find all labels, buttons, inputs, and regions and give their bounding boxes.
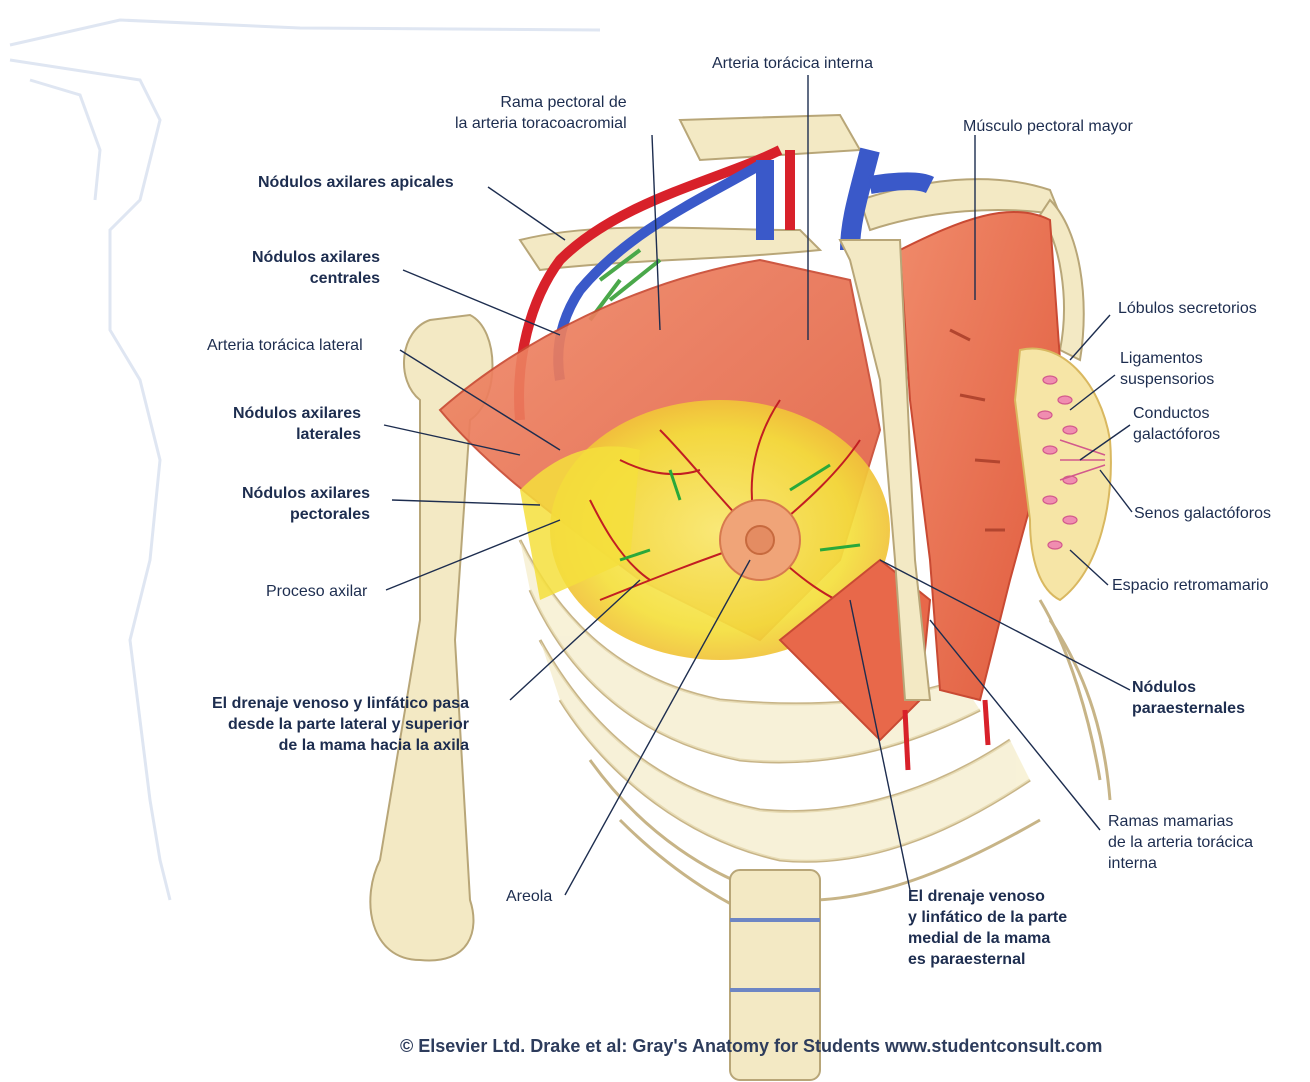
label-proceso-axilar: Proceso axilar bbox=[266, 583, 368, 600]
spine bbox=[729, 869, 821, 1081]
label-areola: Areola bbox=[506, 888, 553, 905]
label-ligamentos-suspensorios: Ligamentos suspensorios bbox=[1120, 350, 1215, 388]
breast-section bbox=[1013, 347, 1112, 602]
label-drenaje-medial: El drenaje venoso y linfático de la part… bbox=[908, 888, 1068, 968]
mammary-gland bbox=[520, 399, 890, 660]
label-espacio-retromamario: Espacio retromamario bbox=[1112, 577, 1269, 594]
label-nodulos-centrales: Nódulos axilares centrales bbox=[252, 249, 381, 287]
label-senos-galactoforos: Senos galactóforos bbox=[1134, 505, 1271, 522]
label-conductos-galactoforos: Conductos galactóforos bbox=[1133, 405, 1221, 443]
label-rama-pectoral: Rama pectoral de la arteria toracoacromi… bbox=[455, 94, 627, 132]
label-lobulos-secretorios: Lóbulos secretorios bbox=[1118, 300, 1257, 317]
label-arteria-toracica-interna: Arteria torácica interna bbox=[712, 55, 873, 72]
body-outline bbox=[9, 18, 601, 901]
label-musculo-pectoral-mayor: Músculo pectoral mayor bbox=[963, 118, 1133, 135]
label-nodulos-laterales: Nódulos axilares laterales bbox=[233, 405, 362, 443]
label-nodulos-paraesternales: Nódulos paraesternales bbox=[1132, 679, 1245, 717]
label-arteria-toracica-lateral: Arteria torácica lateral bbox=[207, 337, 363, 354]
label-nodulos-apicales: Nódulos axilares apicales bbox=[258, 174, 454, 191]
sternum bbox=[838, 239, 932, 701]
label-ramas-mamarias: Ramas mamarias de la arteria torácica in… bbox=[1108, 813, 1253, 872]
label-nodulos-pectorales: Nódulos axilares pectorales bbox=[242, 485, 371, 523]
label-drenaje-lateral: El drenaje venoso y linfático pasa desde… bbox=[212, 695, 469, 754]
copyright-credit: © Elsevier Ltd. Drake et al: Gray's Anat… bbox=[400, 1036, 1103, 1056]
mammary-branches bbox=[902, 699, 991, 771]
leader-lines bbox=[383, 75, 1133, 896]
